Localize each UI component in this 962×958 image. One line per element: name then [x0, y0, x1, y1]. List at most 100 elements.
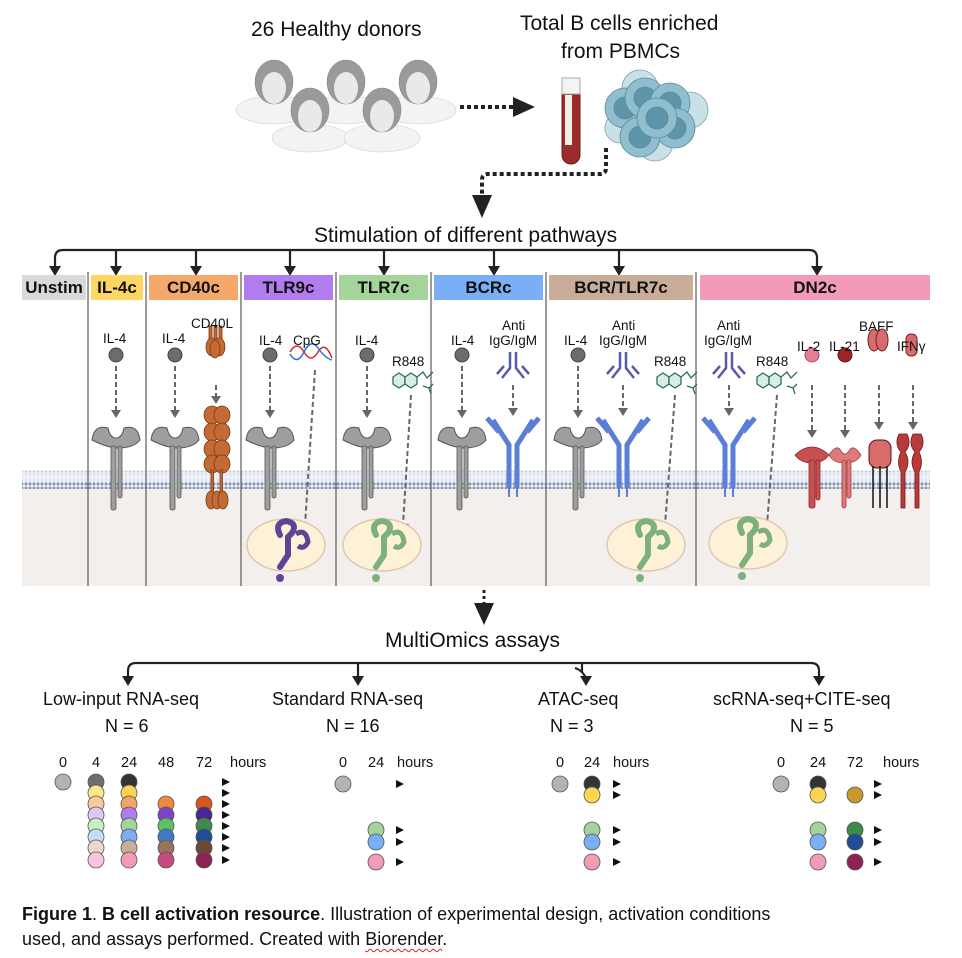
anti-label-line1: Anti: [612, 318, 636, 333]
assay-name: Low-input RNA-seq: [43, 689, 200, 709]
condition-header-tlr9c: TLR9c: [244, 275, 333, 300]
arrow-head-icon: [874, 838, 882, 846]
hours-label: hours: [397, 755, 434, 771]
cd40-receptor-icon: [203, 325, 231, 510]
condition-label: Unstim: [25, 278, 83, 297]
anti-label-line1: Anti: [717, 318, 741, 333]
sample-dot: [551, 775, 569, 793]
condition-label: TLR7c: [357, 278, 410, 297]
timepoint-label: 0: [59, 755, 68, 771]
timepoint-label: 4: [92, 755, 101, 771]
condition-label: CD40c: [167, 278, 220, 297]
timepoint-label: 24: [368, 755, 385, 771]
timelines: [28, 773, 882, 871]
cpg-dna-icon: [289, 343, 333, 361]
arrow-head-icon: [396, 826, 404, 834]
timepoint-label: 24: [810, 755, 827, 771]
r848-label: R848: [654, 354, 687, 369]
figure-caption-line2: used, and assays performed. Created with…: [22, 927, 447, 951]
timepoint-label: 0: [339, 755, 348, 771]
assay-name: ATAC-seq: [538, 689, 619, 709]
bcr-antibody-icon: [595, 352, 651, 497]
il4-label: IL-4: [103, 331, 127, 346]
anti-label-line1: Anti: [502, 318, 526, 333]
sample-dot: [846, 853, 864, 871]
arrow-head-icon: [613, 858, 621, 866]
arrow-head-icon: [613, 791, 621, 799]
timeline-row: [526, 833, 621, 851]
arrow-head-icon: [396, 858, 404, 866]
ifng-label: IFNγ: [897, 339, 926, 354]
timepoint-label: 0: [556, 755, 565, 771]
sample-dot: [846, 833, 864, 851]
bcells-label-line1: Total B cells enriched: [520, 12, 719, 35]
branch-line: [53, 248, 819, 270]
arrow-head-icon: [874, 858, 882, 866]
sample-dot: [120, 851, 138, 869]
anti-label-line2: IgG/IgM: [489, 333, 538, 348]
timeline-group: [309, 775, 404, 871]
sample-dot: [367, 833, 385, 851]
sample-dot: [809, 853, 827, 871]
arrow-head-icon: [222, 856, 230, 864]
timeline-group: [750, 775, 882, 871]
caption-text: . Illustration of experimental design, a…: [320, 904, 771, 924]
anti-label-line2: IgG/IgM: [599, 333, 648, 348]
sample-dot: [157, 851, 175, 869]
il4-receptor-icon: [342, 347, 392, 511]
timeline-row: [309, 853, 404, 871]
timeline-row: [750, 821, 882, 839]
il21-receptor-icon: [828, 447, 862, 509]
assay-n: N = 3: [550, 716, 594, 736]
il2-receptor-icon: [794, 446, 830, 509]
timeline-row: [28, 851, 230, 869]
timeline-group: [526, 775, 621, 871]
il4-receptor-icon: [437, 347, 487, 511]
il4-label: IL-4: [355, 333, 379, 348]
endosome-tlr7-icon: [606, 517, 686, 582]
timeline-row: [526, 853, 621, 871]
endosome-tlr9-icon: [246, 517, 326, 582]
anti-label-line2: IgG/IgM: [704, 333, 753, 348]
sample-dot: [583, 786, 601, 804]
bcells-label-line2: from PBMCs: [561, 40, 681, 63]
condition-label: BCR/TLR7c: [574, 278, 668, 297]
il2-ligand-icon: [804, 347, 820, 363]
arrow-head-icon: [222, 822, 230, 830]
il4-label: IL-4: [162, 331, 186, 346]
arrow-head-icon: [874, 826, 882, 834]
r848-molecule-icon: [392, 371, 434, 395]
condition-header-il4c: IL-4c: [91, 275, 143, 300]
r848-molecule-icon: [656, 371, 698, 395]
cd40l-label: CD40L: [191, 316, 234, 331]
arrow-head-icon: [222, 833, 230, 841]
il4-label: IL-4: [564, 333, 588, 348]
timeline-row: [28, 839, 230, 857]
condition-header-bcrc: BCRc: [434, 275, 543, 300]
branch-arrowheads: [49, 266, 823, 276]
timeline-row: [309, 821, 404, 839]
hours-label: hours: [883, 755, 920, 771]
assay-branch-line: [126, 661, 821, 680]
timeline-row: [309, 833, 404, 851]
timeline-row: [526, 821, 621, 839]
baff-label: BAFF: [859, 319, 894, 334]
il4-receptor-icon: [245, 347, 295, 511]
figure-caption: Figure 1. B cell activation resource. Il…: [22, 902, 770, 926]
person-icon: [271, 87, 349, 153]
arrow-head-icon: [474, 603, 494, 625]
r848-label: R848: [756, 354, 789, 369]
timepoint-label: 0: [777, 755, 786, 771]
sample-dot: [583, 853, 601, 871]
caption-text: used, and assays performed. Created with: [22, 929, 366, 949]
sample-dot: [772, 775, 790, 793]
arrow-head-icon: [222, 811, 230, 819]
bcr-antibody-icon: [701, 352, 757, 497]
condition-header-bcr-tlr7c: BCR/TLR7c: [549, 275, 693, 300]
b-cell-cluster-icon: [604, 69, 709, 162]
figure-title: B cell activation resource: [102, 904, 321, 924]
endosome-tlr7-icon: [708, 515, 788, 580]
timeline-row: [750, 786, 882, 804]
donors-illustration: [235, 59, 457, 153]
arrow-head-icon: [472, 195, 492, 218]
